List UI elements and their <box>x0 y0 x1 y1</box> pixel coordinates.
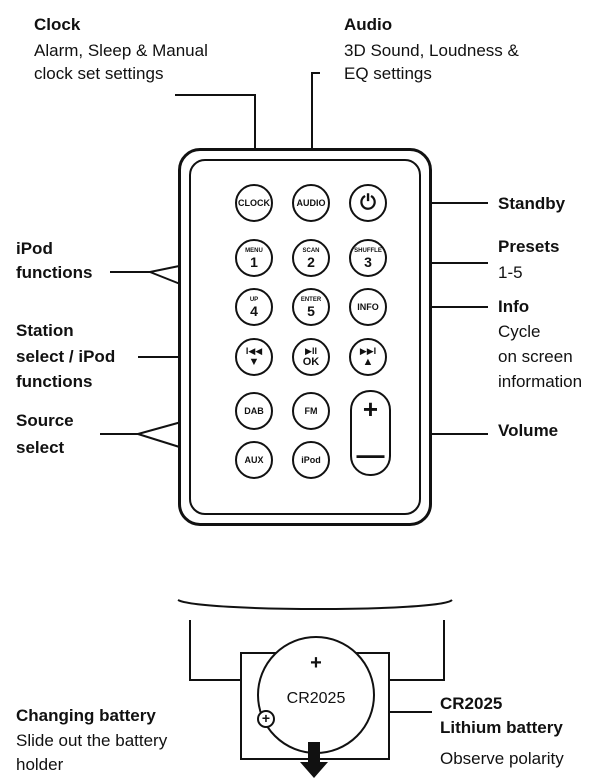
volume-label: Volume <box>498 421 559 440</box>
changing-battery-desc-2: holder <box>16 755 64 774</box>
station-label-3: functions <box>16 372 93 391</box>
arrow-shaft <box>308 742 320 764</box>
play-pause-icon: ▶II <box>305 346 317 356</box>
fm-button[interactable]: FM <box>292 392 330 430</box>
audio-desc-1: 3D Sound, Loudness & <box>344 41 519 60</box>
next-icon: ▶▶I <box>359 346 377 356</box>
clock-button[interactable]: CLOCK <box>235 184 273 222</box>
station-label-2: select / iPod <box>16 347 116 366</box>
audio-title: Audio <box>344 15 393 34</box>
cr2025-battery: + CR2025 <box>257 636 375 754</box>
shuffle-button-num: 3 <box>364 253 372 270</box>
standby-button[interactable]: ⏻ <box>349 184 387 222</box>
battery-title-2: Lithium battery <box>440 718 563 737</box>
down-arrow-icon: ▼ <box>248 356 260 368</box>
source-label-1: Source <box>16 411 74 430</box>
shuffle-button[interactable]: SHUFFLE 3 <box>349 239 387 277</box>
polarity-icon: + <box>257 710 275 728</box>
standby-label: Standby <box>498 194 566 213</box>
fm-button-label: FM <box>304 406 318 416</box>
enter-button[interactable]: ENTER 5 <box>292 288 330 326</box>
clock-desc-1: Alarm, Sleep & Manual <box>34 41 208 60</box>
info-button[interactable]: INFO <box>349 288 387 326</box>
enter-button-top: ENTER <box>300 296 322 303</box>
audio-button[interactable]: AUDIO <box>292 184 330 222</box>
dab-button[interactable]: DAB <box>235 392 273 430</box>
next-button[interactable]: ▶▶I ▲ <box>349 338 387 376</box>
info-desc-2: on screen <box>498 347 573 366</box>
station-label-1: Station <box>16 321 74 340</box>
battery-coin-label: CR2025 <box>286 690 346 707</box>
volume-up-icon[interactable]: + <box>362 394 379 424</box>
clock-desc-2: clock set settings <box>34 64 164 83</box>
battery-title-1: CR2025 <box>440 694 503 713</box>
ipod-label-1: iPod <box>16 239 53 258</box>
presets-label: Presets <box>498 237 560 256</box>
info-button-label: INFO <box>357 302 379 312</box>
play-ok-button[interactable]: ▶II OK <box>292 338 330 376</box>
menu-button-top: MENU <box>245 247 263 254</box>
audio-button-label: AUDIO <box>296 198 326 208</box>
dab-button-label: DAB <box>244 406 264 416</box>
previous-button[interactable]: I◀◀ ▼ <box>235 338 273 376</box>
previous-icon: I◀◀ <box>245 346 263 356</box>
menu-button[interactable]: MENU 1 <box>235 239 273 277</box>
clock-title: Clock <box>34 15 81 34</box>
info-desc-1: Cycle <box>498 322 541 341</box>
changing-battery-title: Changing battery <box>16 706 156 725</box>
remote-inner-border <box>189 159 421 515</box>
slide-down-arrow-icon <box>300 762 328 778</box>
info-title: Info <box>498 297 530 316</box>
audio-desc-2: EQ settings <box>344 64 432 83</box>
up-button[interactable]: UP 4 <box>235 288 273 326</box>
scan-button[interactable]: SCAN 2 <box>292 239 330 277</box>
aux-button[interactable]: AUX <box>235 441 273 479</box>
ipod-button[interactable]: iPod <box>292 441 330 479</box>
source-label-2: select <box>16 438 65 457</box>
aux-button-label: AUX <box>244 455 264 465</box>
presets-range: 1-5 <box>498 263 523 282</box>
scan-button-num: 2 <box>307 253 315 270</box>
info-desc-3: information <box>498 372 583 391</box>
volume-down-icon[interactable]: — <box>356 439 385 470</box>
up-button-top: UP <box>249 296 259 303</box>
changing-battery-desc-1: Slide out the battery <box>16 731 168 750</box>
scan-button-top: SCAN <box>302 247 320 254</box>
menu-button-num: 1 <box>250 253 258 270</box>
shuffle-button-top: SHUFFLE <box>354 247 382 254</box>
ipod-label-2: functions <box>16 263 93 282</box>
enter-button-num: 5 <box>307 302 315 319</box>
power-icon: ⏻ <box>360 191 376 214</box>
battery-plus-icon: + <box>310 652 322 674</box>
up-button-num: 4 <box>250 302 258 319</box>
play-ok-label: OK <box>302 356 320 368</box>
volume-rocker[interactable]: + — <box>350 390 391 476</box>
ipod-button-label: iPod <box>301 455 321 465</box>
battery-polarity-note: Observe polarity <box>440 749 564 768</box>
up-arrow-icon: ▲ <box>362 356 374 368</box>
clock-button-label: CLOCK <box>238 198 270 208</box>
